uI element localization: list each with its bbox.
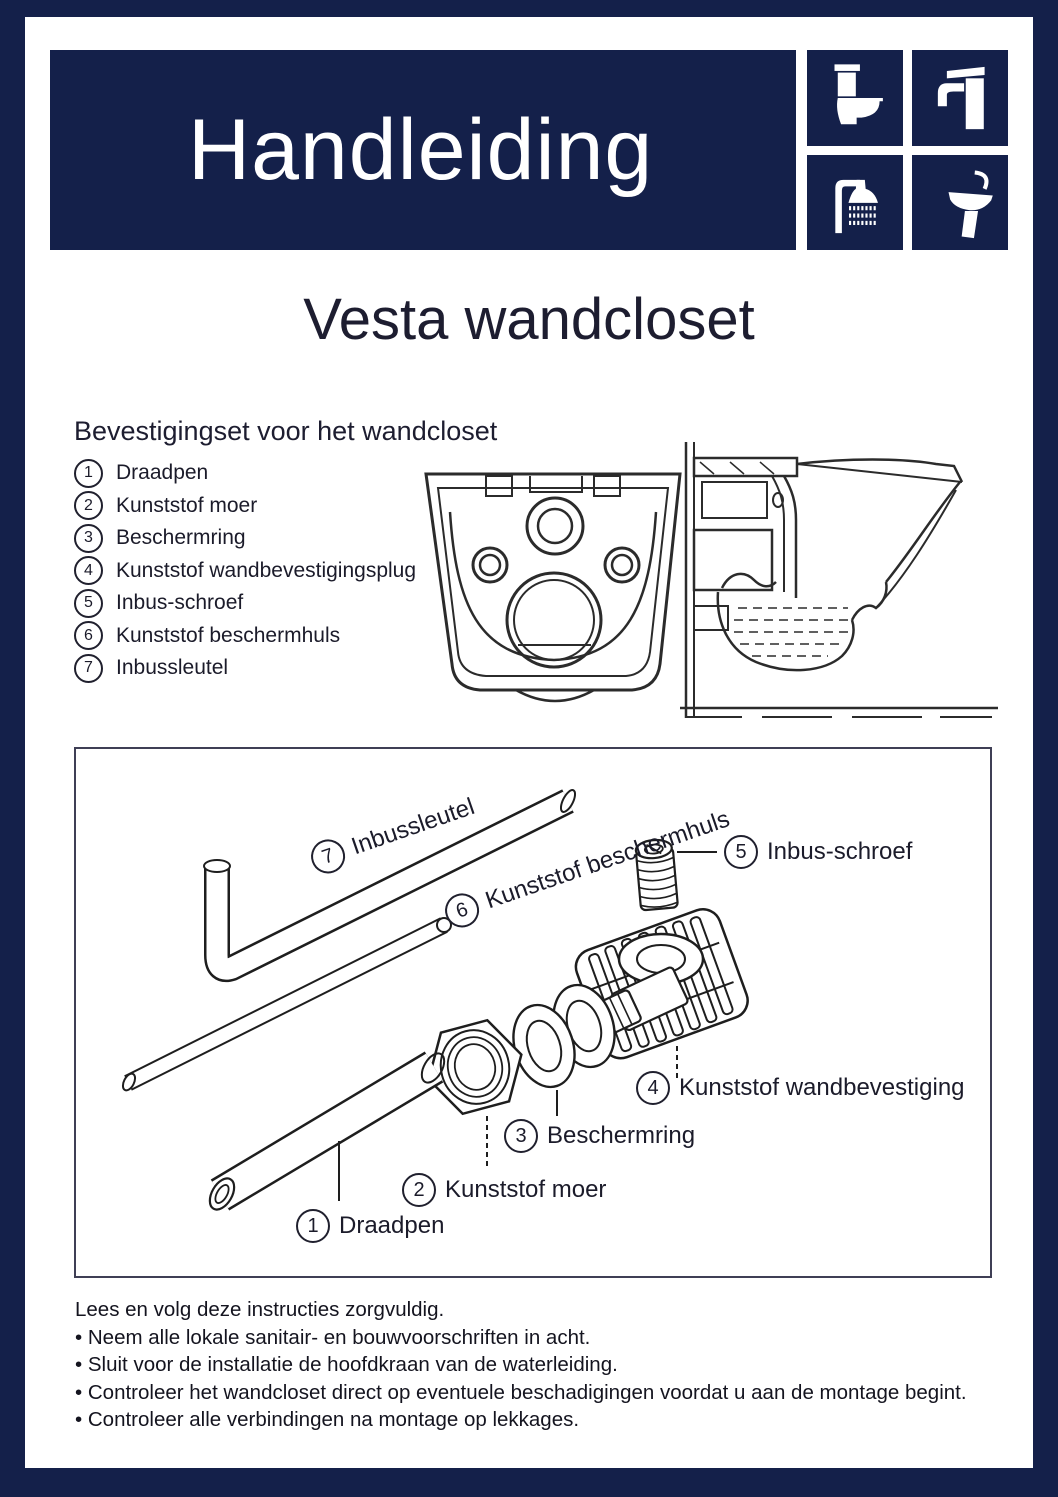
- instruction-bullet: • Sluit voor de installatie de hoofdkraa…: [75, 1353, 618, 1376]
- diagram-label-wandbevestiging: 4 Kunststof wandbevestiging: [636, 1071, 965, 1105]
- instruction-bullet: • Neem alle lokale sanitair- en bouwvoor…: [75, 1325, 591, 1349]
- circled-number: 4: [74, 556, 103, 586]
- list-item: 3 Beschermring: [74, 522, 404, 555]
- toilet-section-drawing: [680, 442, 998, 718]
- instruction-bullet: • Controleer het wandcloset direct op ev…: [75, 1380, 967, 1404]
- instructions-intro: Lees en volg deze instructies zorgvuldig…: [75, 1298, 445, 1321]
- list-item: 7 Inbussleutel: [74, 652, 404, 685]
- diagram-label-kunststof-moer: 2 Kunststof moer: [402, 1173, 606, 1207]
- exploded-diagram-box: 7 Inbussleutel 6 Kunststof beschermhuls …: [74, 747, 992, 1278]
- mounting-plate-drawing: [424, 472, 682, 703]
- toilet-icon: [807, 50, 903, 146]
- list-item: 5 Inbus-schroef: [74, 587, 404, 620]
- diagram-label-beschermring: 3 Beschermring: [504, 1119, 695, 1153]
- page-title: Handleiding: [188, 101, 654, 198]
- parts-heading: Bevestigingset voor het wandcloset: [74, 416, 498, 446]
- circled-number: 1: [74, 458, 103, 488]
- exploded-diagram-art: [121, 789, 749, 1211]
- diagram-label-draadpen: 1 Draadpen: [296, 1209, 444, 1243]
- sanitary-icon-grid: [807, 50, 1008, 250]
- instructions: Lees en volg deze instructies zorgvuldig…: [75, 1296, 975, 1434]
- list-item: 2 Kunststof moer: [74, 490, 404, 523]
- circled-number: 3: [504, 1119, 538, 1153]
- instruction-bullet: • Controleer alle verbindingen na montag…: [75, 1408, 580, 1431]
- faucet-icon: [912, 50, 1008, 146]
- list-item: 6 Kunststof beschermhuls: [74, 620, 404, 653]
- shower-icon: [807, 154, 903, 250]
- diagram-label-inbus-schroef: 5 Inbus-schroef: [724, 835, 912, 869]
- circled-number: 1: [296, 1209, 330, 1243]
- list-item: 1 Draadpen: [74, 457, 404, 490]
- circled-number: 5: [724, 835, 758, 869]
- washbasin-icon: [912, 154, 1008, 250]
- list-item: 4 Kunststof wandbevestigingsplug: [74, 555, 416, 588]
- circled-number: 7: [74, 653, 103, 683]
- circled-number: 2: [74, 491, 103, 521]
- product-title: Vesta wandcloset: [303, 287, 755, 352]
- circled-number: 6: [74, 621, 103, 651]
- header-banner: Handleiding: [50, 50, 796, 250]
- circled-number: 4: [636, 1071, 670, 1105]
- circled-number: 3: [74, 523, 103, 553]
- circled-number: 2: [402, 1173, 436, 1207]
- parts-list: 1 Draadpen 2 Kunststof moer 3 Beschermri…: [74, 457, 416, 685]
- circled-number: 5: [74, 588, 103, 618]
